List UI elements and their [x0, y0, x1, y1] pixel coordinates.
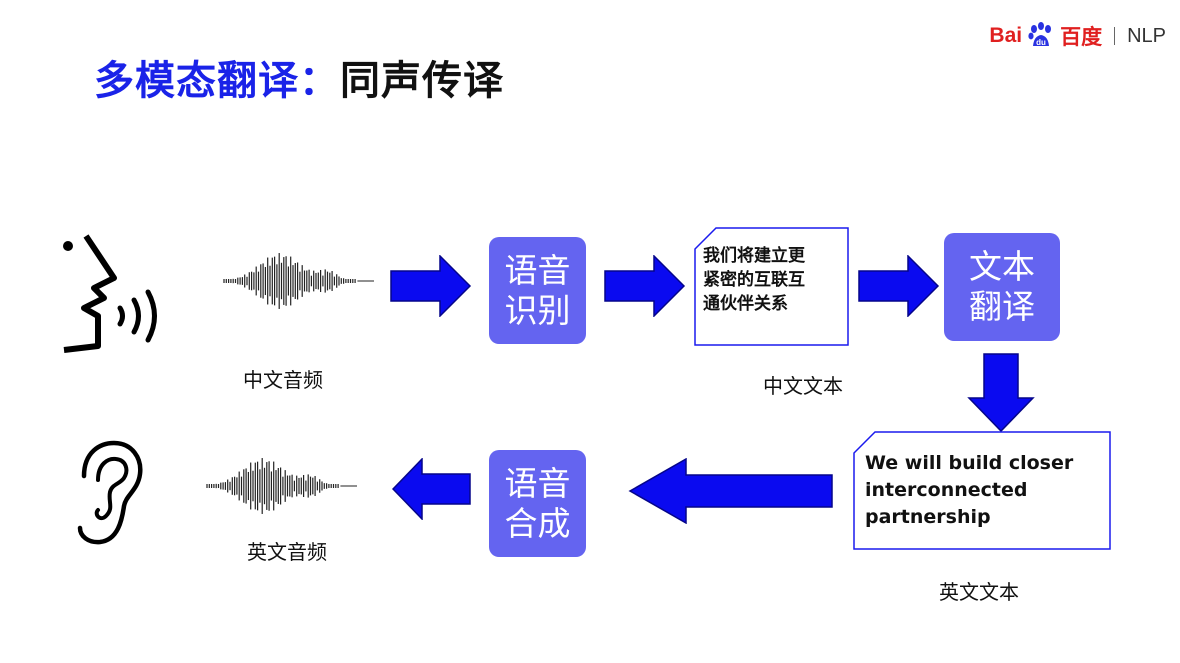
arrow-left-icon: [628, 458, 833, 524]
chinese-text-caption: 中文文本: [763, 374, 843, 398]
english-audio-caption: 英文音频: [247, 540, 327, 564]
arrow-right-icon: [604, 255, 686, 317]
arrow-down-icon: [967, 353, 1035, 433]
waveform-icon: [206, 458, 357, 514]
speech-synthesis-box: 语音 合成: [489, 450, 586, 557]
baidu-nlp-logo: Bai du 百度 NLP: [989, 16, 1166, 56]
logo-divider: [1114, 27, 1116, 45]
english-text-document-shape: [853, 431, 1111, 550]
arrow-left-icon: [392, 458, 471, 520]
ear-icon: [77, 440, 143, 545]
svg-text:du: du: [1036, 38, 1046, 47]
title-highlight: 多模态翻译：: [94, 58, 340, 104]
waveform-icon: [223, 253, 374, 309]
chinese-audio-caption: 中文音频: [243, 368, 323, 392]
speaking-head-icon: [63, 234, 157, 353]
logo-product: NLP: [1127, 24, 1166, 47]
slide-title: 多模态翻译：同声传译: [94, 48, 504, 106]
baidu-paw-icon: du: [1028, 22, 1052, 47]
english-text-document: We will build closer interconnected part…: [865, 452, 1074, 528]
title-rest: 同声传译: [340, 58, 504, 104]
text-translation-box: 文本 翻译: [944, 233, 1060, 341]
speech-recognition-box: 语音 识别: [489, 237, 586, 344]
logo-brand-right: 百度: [1060, 26, 1103, 49]
english-text-caption: 英文文本: [939, 580, 1019, 604]
chinese-text-document-shape: [694, 227, 849, 346]
arrow-right-icon: [858, 255, 940, 317]
logo-brand-left: Bai: [989, 24, 1023, 47]
chinese-text-document: 我们将建立更 紧密的互联互 通伙伴关系: [703, 246, 805, 314]
arrow-right-icon: [390, 255, 472, 317]
